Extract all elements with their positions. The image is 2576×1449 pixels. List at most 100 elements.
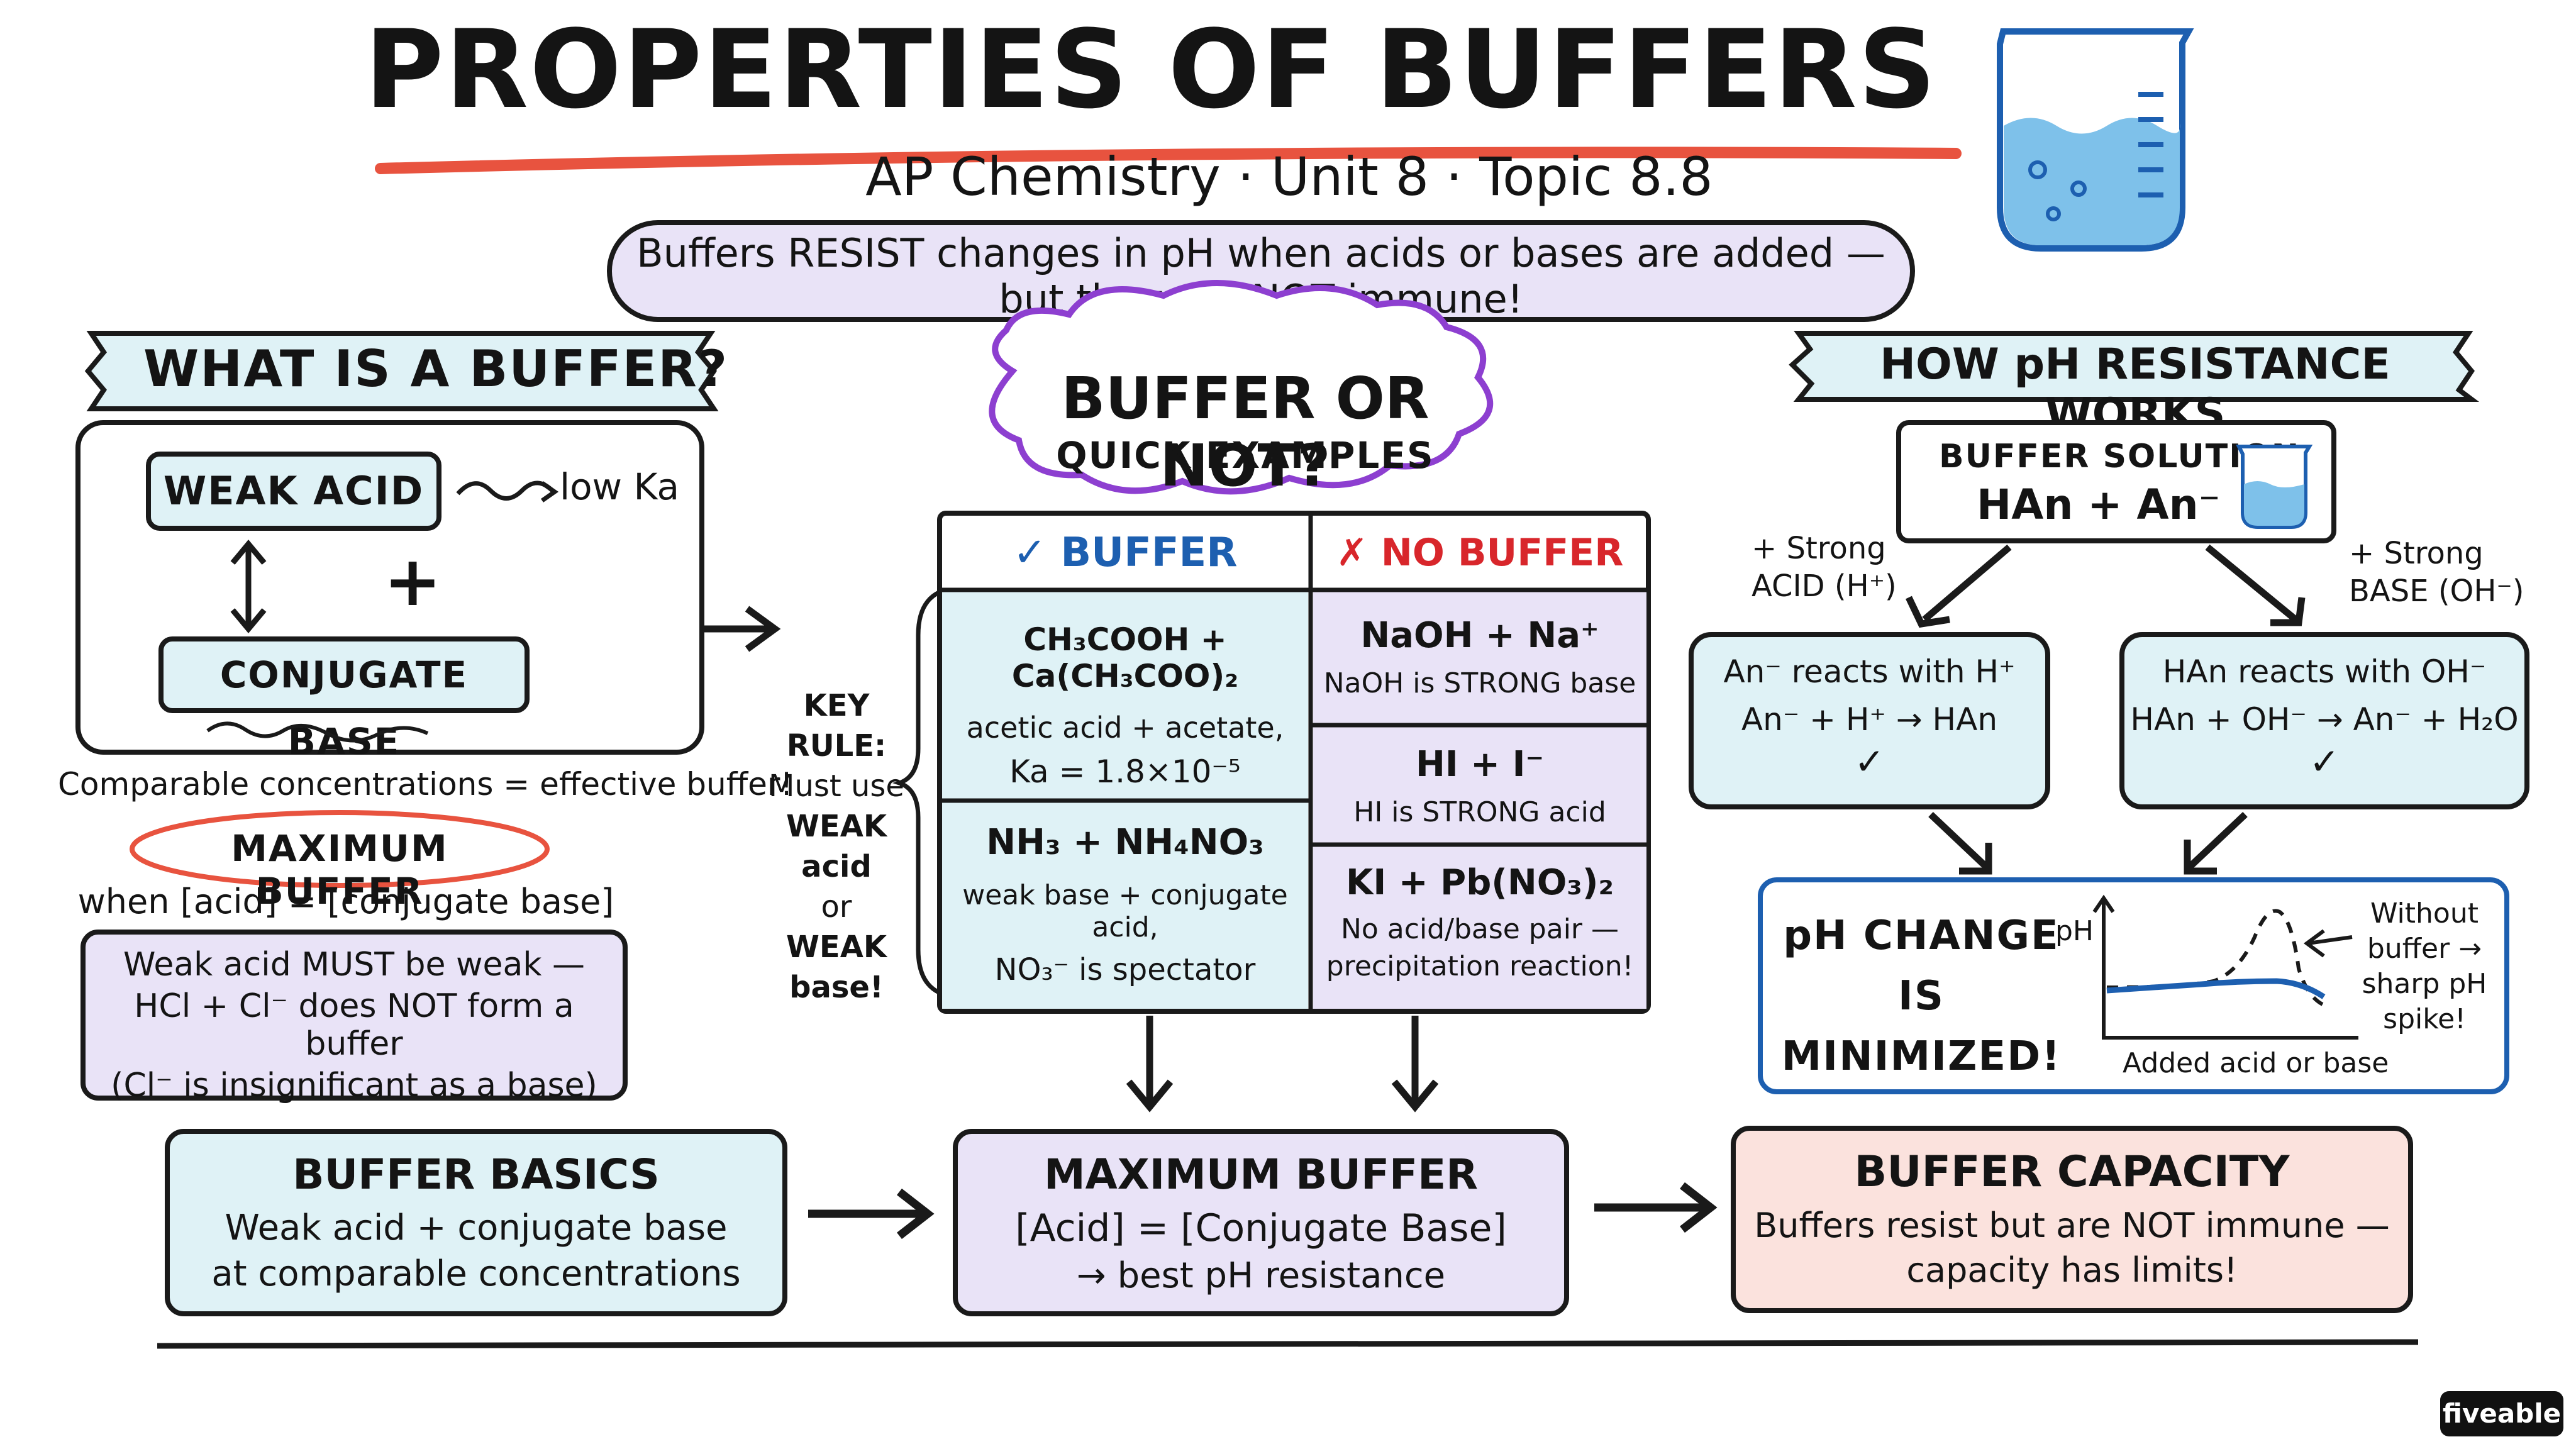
graph-note-line-4: spike! bbox=[2383, 1003, 2466, 1035]
ph-change-line-1: pH CHANGE IS bbox=[1783, 913, 2060, 1019]
buffer-basics-line-1: Weak acid + conjugate base bbox=[225, 1208, 728, 1248]
cross-icon: ✗ bbox=[1336, 531, 1368, 575]
graph-note: Without buffer → sharp pH spike! bbox=[2352, 896, 2497, 1037]
buffer-column-header: ✓ BUFFER bbox=[942, 516, 1308, 590]
ph-change-line-2: MINIMIZED! bbox=[1781, 1033, 2062, 1080]
no-buffer-example-1-note: NaOH is STRONG base bbox=[1323, 667, 1636, 699]
maximum-buffer-line-2: → best pH resistance bbox=[1076, 1255, 1446, 1296]
no-buffer-example-3-note-1: No acid/base pair — bbox=[1340, 913, 1619, 945]
maximum-buffer-line-1: [Acid] = [Conjugate Base] bbox=[1015, 1206, 1507, 1250]
buffer-example-1-note-1: acetic acid + acetate, bbox=[966, 711, 1284, 745]
no-buffer-column-header: ✗ NO BUFFER bbox=[1313, 516, 1646, 590]
left-heading: WHAT IS A BUFFER? bbox=[143, 340, 729, 398]
buffer-column-label: BUFFER bbox=[1060, 530, 1238, 576]
no-buffer-column-label: NO BUFFER bbox=[1380, 531, 1624, 575]
graph-y-label: pH bbox=[2055, 915, 2094, 947]
buffer-example-2: NH₃ + NH₄NO₃ weak base + conjugate acid,… bbox=[942, 801, 1308, 1009]
graph-x-label: Added acid or base bbox=[2123, 1047, 2389, 1079]
key-rule: KEY RULE: Must use WEAK acid or WEAK bas… bbox=[752, 686, 921, 1008]
no-buffer-example-3-note-2: precipitation reaction! bbox=[1326, 950, 1634, 982]
strong-acid-line-2: ACID (H⁺) bbox=[1752, 569, 1897, 604]
strong-base-line-2: BASE (OH⁻) bbox=[2349, 574, 2524, 609]
base-reaction-title: HAn reacts with OH⁻ bbox=[2162, 653, 2487, 690]
maximum-buffer-box: MAXIMUM BUFFER [Acid] = [Conjugate Base]… bbox=[953, 1129, 1569, 1316]
base-reaction-equation: HAn + OH⁻ → An⁻ + H₂O bbox=[2130, 701, 2519, 738]
no-buffer-example-1-formula: NaOH + Na⁺ bbox=[1360, 615, 1599, 656]
page-title: PROPERTIES OF BUFFERS bbox=[364, 6, 1938, 133]
ph-change-text: pH CHANGE IS MINIMIZED! bbox=[1770, 906, 2072, 1087]
weak-acid-note: Weak acid MUST be weak — HCl + Cl⁻ does … bbox=[80, 930, 628, 1104]
strong-acid-label: + Strong ACID (H⁺) bbox=[1752, 530, 1897, 605]
middle-subheading: QUICK EXAMPLES bbox=[1056, 434, 1435, 477]
comparable-note: Comparable concentrations = effective bu… bbox=[58, 766, 793, 802]
buffer-example-2-note-2: NO₃⁻ is spectator bbox=[994, 952, 1256, 987]
check-icon: ✓ bbox=[1013, 530, 1047, 576]
max-buffer-label: MAXIMUM BUFFER bbox=[231, 827, 448, 913]
buffer-example-1-formula: CH₃COOH + Ca(CH₃COO)₂ bbox=[1011, 621, 1239, 694]
maximum-buffer-title: MAXIMUM BUFFER bbox=[1043, 1150, 1479, 1199]
buffer-example-1: CH₃COOH + Ca(CH₃COO)₂ acetic acid + acet… bbox=[942, 590, 1308, 801]
base-check-icon: ✓ bbox=[2309, 740, 2340, 783]
strong-base-label: + Strong BASE (OH⁻) bbox=[2349, 535, 2524, 610]
buffer-basics-title: BUFFER BASICS bbox=[292, 1150, 660, 1199]
buffer-basics-box: BUFFER BASICS Weak acid + conjugate base… bbox=[165, 1129, 787, 1316]
buffer-basics-line-2: at comparable concentrations bbox=[211, 1253, 741, 1294]
low-ka-label: low Ka bbox=[560, 465, 680, 508]
conjugate-base-chip: CONJUGATE BASE bbox=[158, 636, 530, 763]
buffer-example-2-formula: NH₃ + NH₄NO₃ bbox=[986, 822, 1264, 863]
no-buffer-example-2: HI + I⁻ HI is STRONG acid bbox=[1313, 725, 1646, 845]
buffer-example-2-note-1: weak base + conjugate acid, bbox=[962, 879, 1288, 943]
base-reaction-box: HAn reacts with OH⁻ HAn + OH⁻ → An⁻ + H₂… bbox=[2119, 632, 2529, 809]
buffer-solution-label: BUFFER SOLUTION bbox=[1939, 438, 2301, 475]
buffer-capacity-line-1: Buffers resist but are NOT immune — bbox=[1754, 1206, 2390, 1245]
graph-note-line-1: Without bbox=[2370, 897, 2479, 930]
buffered-curve bbox=[2106, 978, 2326, 999]
graph-note-line-3: sharp pH bbox=[2362, 968, 2487, 1000]
no-buffer-example-3-formula: KI + Pb(NO₃)₂ bbox=[1346, 862, 1614, 903]
page-subtitle: AP Chemistry · Unit 8 · Topic 8.8 bbox=[865, 146, 1713, 208]
buffer-capacity-title: BUFFER CAPACITY bbox=[1854, 1147, 2290, 1197]
no-buffer-example-2-formula: HI + I⁻ bbox=[1415, 744, 1544, 785]
note-line-3: (Cl⁻ is insignificant as a base) bbox=[111, 1067, 597, 1104]
no-buffer-example-1: NaOH + Na⁺ NaOH is STRONG base bbox=[1313, 590, 1646, 725]
buffer-solution-formula: HAn + An⁻ bbox=[1977, 480, 2221, 529]
acid-reaction-title: An⁻ reacts with H⁺ bbox=[1723, 653, 2016, 690]
strong-acid-line-1: + Strong bbox=[1752, 531, 1886, 566]
strong-base-line-1: + Strong bbox=[2349, 536, 2484, 571]
no-buffer-example-2-note: HI is STRONG acid bbox=[1353, 796, 1606, 828]
key-rule-line-2: Must use bbox=[769, 769, 904, 804]
buffer-capacity-box: BUFFER CAPACITY Buffers resist but are N… bbox=[1731, 1126, 2413, 1313]
key-rule-line-5: WEAK base! bbox=[786, 930, 887, 1005]
key-rule-line-3: WEAK acid bbox=[786, 809, 887, 884]
key-rule-line-4: or bbox=[821, 889, 852, 924]
acid-reaction-box: An⁻ reacts with H⁺ An⁻ + H⁺ → HAn ✓ bbox=[1689, 632, 2050, 809]
key-rule-line-1: KEY RULE: bbox=[786, 688, 887, 763]
acid-reaction-equation: An⁻ + H⁺ → HAn bbox=[1741, 701, 1998, 738]
weak-acid-chip: WEAK ACID bbox=[146, 452, 441, 531]
acid-check-icon: ✓ bbox=[1854, 740, 1885, 783]
note-line-1: Weak acid MUST be weak — bbox=[123, 946, 586, 984]
intro-line-1: Buffers RESIST changes in pH when acids … bbox=[636, 230, 1885, 276]
buffer-capacity-line-2: capacity has limits! bbox=[1906, 1250, 2238, 1290]
max-buffer-condition: when [acid] = [conjugate base] bbox=[77, 882, 614, 921]
